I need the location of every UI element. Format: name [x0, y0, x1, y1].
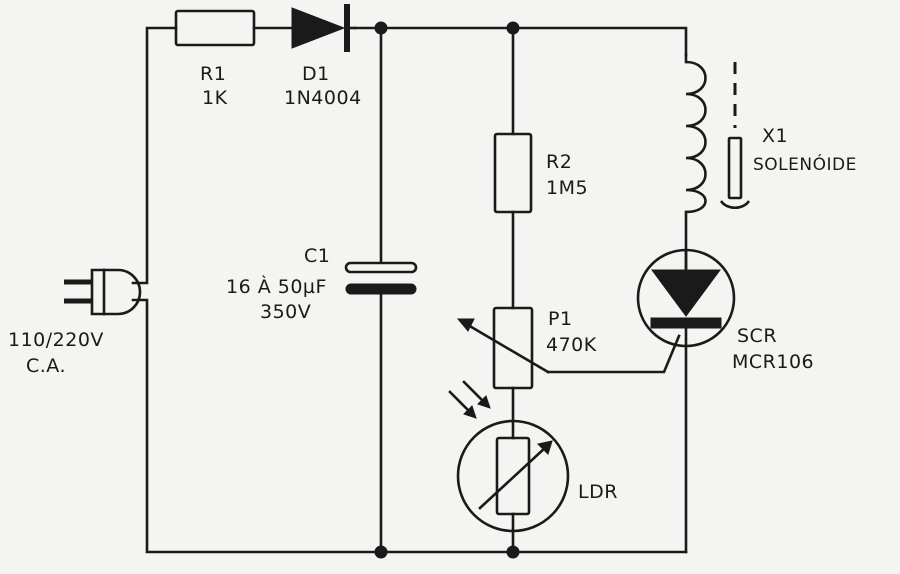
resistor-r2	[493, 132, 533, 214]
d1-value-label: 1N4004	[284, 87, 362, 109]
ldr-sensor	[448, 380, 570, 533]
c1-value-label: 16 À 50µF	[226, 275, 327, 298]
light-arrow-1	[448, 390, 472, 414]
ldr-ref-label: LDR	[578, 481, 618, 503]
r1-ref-label: R1	[200, 63, 226, 85]
junction-bottom-c1	[374, 545, 388, 559]
potentiometer-p1	[456, 306, 550, 390]
junction-top-r2	[506, 21, 520, 35]
light-arrow-2	[462, 380, 486, 404]
wire-gate	[546, 334, 681, 374]
supply-type-label: C.A.	[26, 355, 66, 377]
junction-bottom-ldr	[506, 545, 520, 559]
c1-ref-label: C1	[304, 245, 330, 267]
c1-voltage-label: 350V	[260, 301, 311, 323]
junction-top-c1	[374, 21, 388, 35]
wire-bottom-rail	[131, 298, 688, 554]
labels: R1 1K D1 1N4004 C1 16 À 50µF 350V R2 1M5…	[8, 63, 857, 503]
p1-value-label: 470K	[546, 334, 597, 356]
r1-value-label: 1K	[202, 87, 228, 109]
diode-d1	[291, 4, 357, 52]
scr-ref-label: SCR	[737, 325, 777, 347]
resistor-r1	[174, 9, 256, 47]
r2-ref-label: R2	[546, 151, 572, 173]
x1-name-label: SOLENÓIDE	[753, 153, 857, 175]
wire-plug-to-r1	[131, 26, 178, 285]
supply-voltage-label: 110/220V	[8, 329, 104, 351]
d1-ref-label: D1	[302, 63, 330, 85]
r2-value-label: 1M5	[546, 177, 588, 199]
power-plug	[64, 268, 142, 316]
capacitor-c1	[344, 261, 418, 295]
wires	[131, 26, 688, 554]
scr-thyristor	[636, 248, 736, 348]
solenoid-x1	[684, 53, 751, 214]
x1-ref-label: X1	[762, 125, 788, 147]
p1-ref-label: P1	[548, 308, 573, 330]
scr-value-label: MCR106	[732, 351, 814, 373]
wire-top-rail	[353, 26, 688, 57]
junctions	[374, 21, 520, 559]
